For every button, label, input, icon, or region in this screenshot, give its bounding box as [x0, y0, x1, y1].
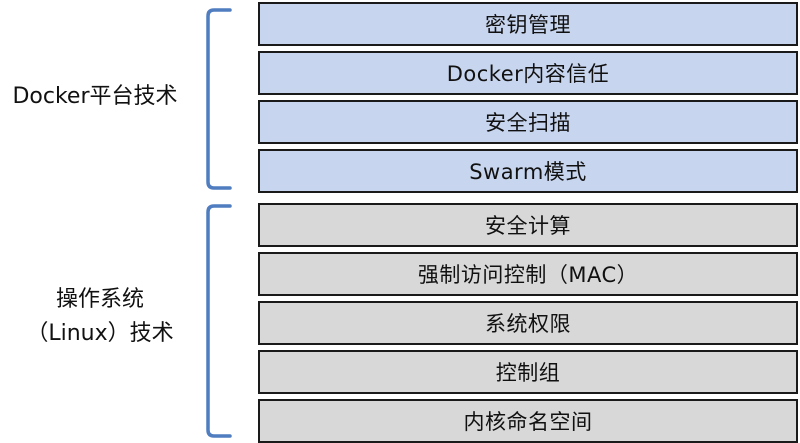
os-label-line2: （Linux）技术 — [26, 321, 174, 346]
os-group-bracket — [200, 204, 234, 438]
os-technology-label: 操作系统 （Linux）技术 — [0, 283, 200, 351]
docker-group-bracket — [200, 8, 234, 190]
layer-secure-computing: 安全计算 — [258, 203, 798, 247]
layer-control-groups: 控制组 — [258, 350, 798, 394]
layer-secret-management: 密钥管理 — [258, 2, 798, 46]
docker-platform-label: Docker平台技术 — [12, 84, 178, 109]
layer-system-capabilities: 系统权限 — [258, 301, 798, 345]
layer-swarm-mode: Swarm模式 — [258, 149, 798, 193]
layer-docker-content-trust: Docker内容信任 — [258, 51, 798, 95]
layer-kernel-namespaces: 内核命名空间 — [258, 399, 798, 443]
os-label-line1: 操作系统 — [55, 287, 144, 312]
layer-mandatory-access-control: 强制访问控制（MAC） — [258, 252, 798, 296]
layer-security-scanning: 安全扫描 — [258, 100, 798, 144]
